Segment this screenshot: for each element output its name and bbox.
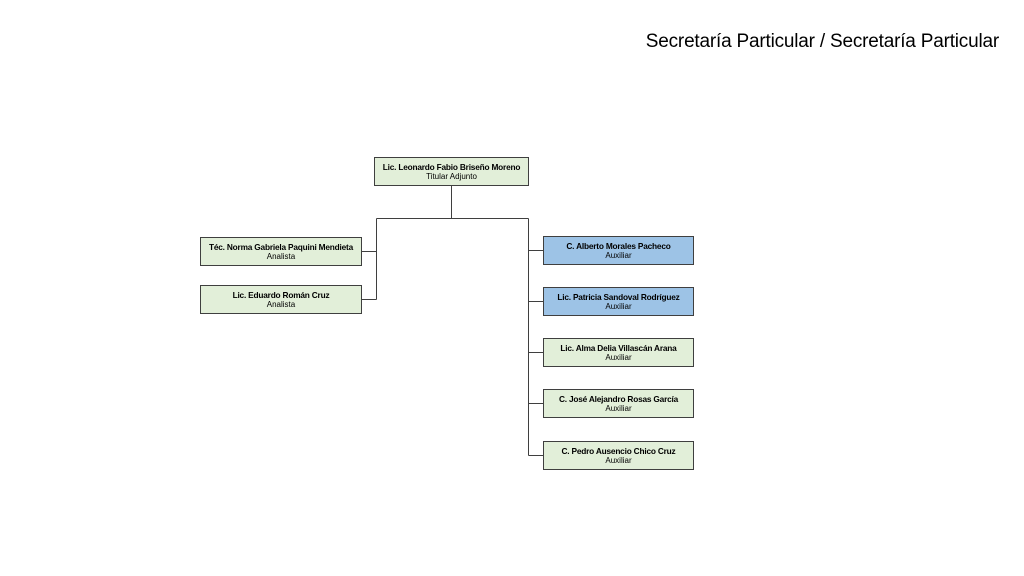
- node-role: Auxiliar: [605, 403, 632, 413]
- node-role: Auxiliar: [605, 301, 632, 311]
- node-name: Téc. Norma Gabriela Paquini Mendieta: [208, 241, 354, 252]
- node-name: C. José Alejandro Rosas García: [558, 393, 679, 404]
- org-node-left-1: Lic. Eduardo Román Cruz Analista: [200, 285, 362, 314]
- org-node-right-2: Lic. Alma Delia Villascán Arana Auxiliar: [543, 338, 694, 367]
- node-role: Analista: [266, 299, 296, 309]
- node-role: Titular Adjunto: [426, 171, 477, 181]
- node-name: C. Alberto Morales Pacheco: [566, 240, 671, 251]
- org-node-right-0: C. Alberto Morales Pacheco Auxiliar: [543, 236, 694, 265]
- org-node-right-4: C. Pedro Ausencio Chico Cruz Auxiliar: [543, 441, 694, 470]
- org-node-titular: Lic. Leonardo Fabio Briseño Moreno Titul…: [374, 157, 529, 186]
- org-node-right-1: Lic. Patricia Sandoval Rodríguez Auxilia…: [543, 287, 694, 316]
- node-name: Lic. Patricia Sandoval Rodríguez: [557, 291, 680, 302]
- node-name: Lic. Alma Delia Villascán Arana: [560, 342, 677, 353]
- node-role: Auxiliar: [605, 352, 632, 362]
- node-role: Auxiliar: [605, 250, 632, 260]
- org-node-left-0: Téc. Norma Gabriela Paquini Mendieta Ana…: [200, 237, 362, 266]
- node-role: Auxiliar: [605, 455, 632, 465]
- node-name: C. Pedro Ausencio Chico Cruz: [561, 445, 676, 456]
- node-role: Analista: [266, 251, 296, 261]
- page-title: Secretaría Particular / Secretaría Parti…: [645, 31, 999, 52]
- org-node-right-3: C. José Alejandro Rosas García Auxiliar: [543, 389, 694, 418]
- node-name: Lic. Eduardo Román Cruz: [232, 289, 330, 300]
- node-name: Lic. Leonardo Fabio Briseño Moreno: [382, 161, 521, 172]
